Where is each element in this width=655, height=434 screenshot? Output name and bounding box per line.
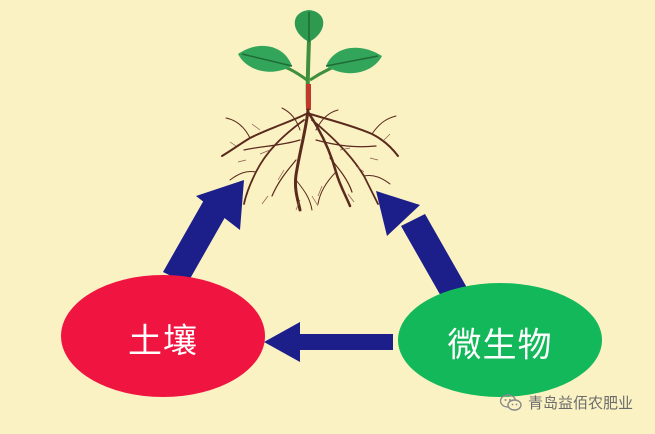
arrow-microbe-to-soil <box>264 322 393 362</box>
soil-node <box>61 275 265 397</box>
microbe-label: 微生物 <box>447 325 553 366</box>
root-hairs <box>229 123 391 211</box>
watermark: 青岛益佰农肥业 <box>499 392 634 413</box>
soil-label: 土壤 <box>128 321 198 362</box>
wechat-icon <box>499 393 522 412</box>
seedling-with-roots-icon <box>221 10 399 212</box>
arrows <box>163 180 470 362</box>
leaves <box>238 10 382 110</box>
watermark-text: 青岛益佰农肥业 <box>528 394 634 412</box>
roots <box>221 107 399 212</box>
arrow-soil-to-plant <box>163 180 244 284</box>
microbe-node <box>398 283 602 397</box>
arrow-microbe-to-plant <box>376 191 470 305</box>
